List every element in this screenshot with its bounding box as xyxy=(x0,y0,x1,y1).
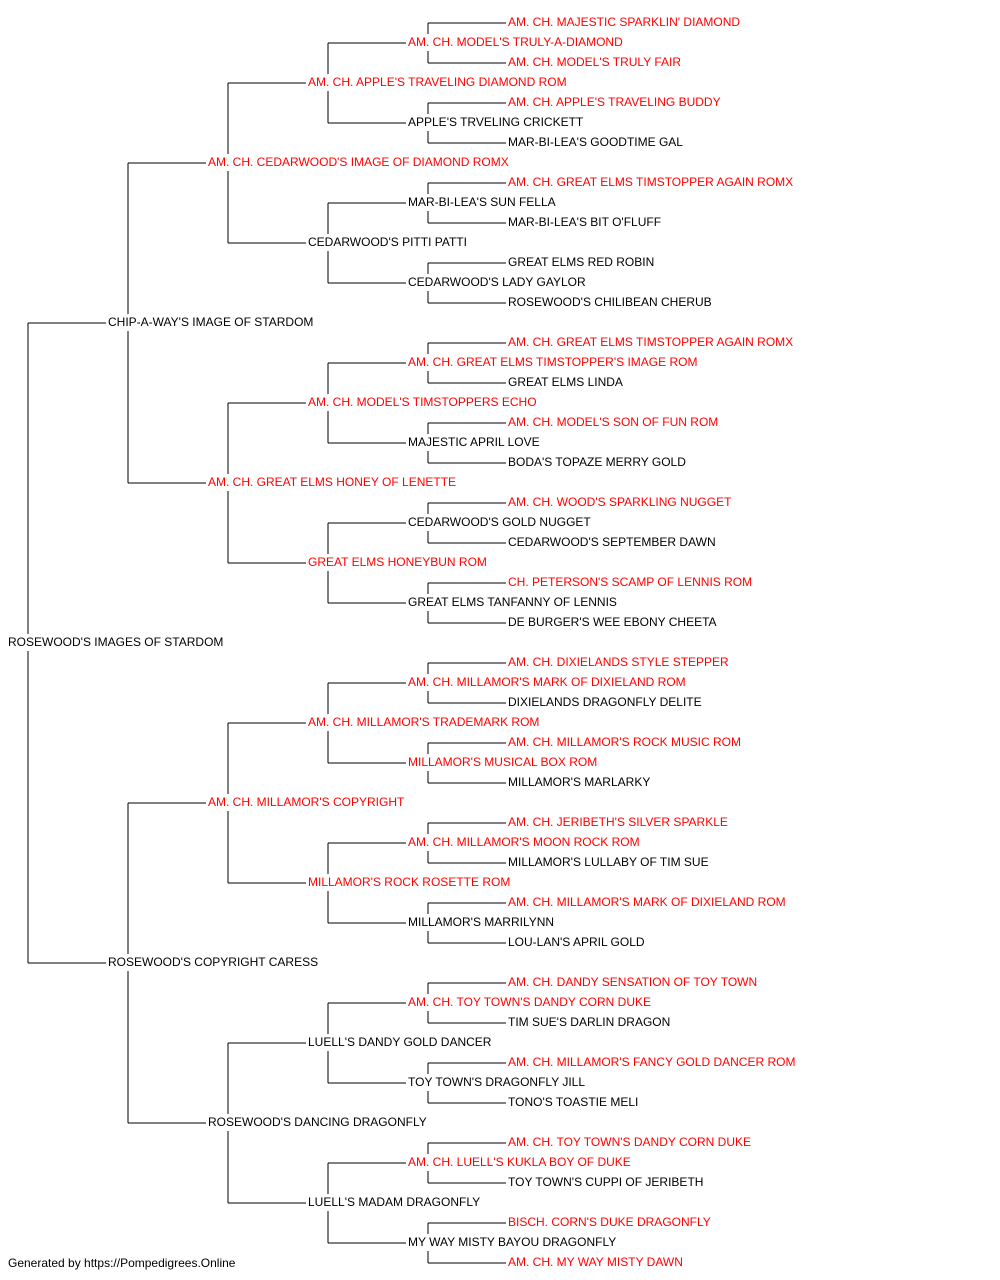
pedigree-dam-sire-sire-dam-dam-name: MILLAMOR'S MARLARKY xyxy=(508,775,650,789)
pedigree-dam-name: ROSEWOOD'S COPYRIGHT CARESS xyxy=(108,955,318,969)
pedigree-sire-sire-name: AM. CH. CEDARWOOD'S IMAGE OF DIAMOND ROM… xyxy=(208,155,509,169)
pedigree-dam-sire-sire-sire-sire-name: AM. CH. DIXIELANDS STYLE STEPPER xyxy=(508,655,729,669)
pedigree-sire-sire-sire-sire-sire-name: AM. CH. MAJESTIC SPARKLIN' DIAMOND xyxy=(508,15,740,29)
pedigree-sire-name: CHIP-A-WAY'S IMAGE OF STARDOM xyxy=(108,315,313,329)
pedigree-dam-sire-dam-dam-name: MILLAMOR'S MARRILYNN xyxy=(408,915,554,929)
pedigree-sire-dam-dam-sire-name: CEDARWOOD'S GOLD NUGGET xyxy=(408,515,591,529)
pedigree-dam-dam-dam-sire-name: AM. CH. LUELL'S KUKLA BOY OF DUKE xyxy=(408,1155,631,1169)
pedigree-sire-dam-dam-dam-dam-name: DE BURGER'S WEE EBONY CHEETA xyxy=(508,615,717,629)
pedigree-dam-dam-sire-dam-dam-name: TONO'S TOASTIE MELI xyxy=(508,1095,638,1109)
pedigree-sire-sire-dam-name: CEDARWOOD'S PITTI PATTI xyxy=(308,235,467,249)
pedigree-dam-dam-name: ROSEWOOD'S DANCING DRAGONFLY xyxy=(208,1115,427,1129)
pedigree-sire-dam-dam-name: GREAT ELMS HONEYBUN ROM xyxy=(308,555,487,569)
pedigree-dam-sire-dam-name: MILLAMOR'S ROCK ROSETTE ROM xyxy=(308,875,510,889)
pedigree-dam-dam-sire-dam-name: TOY TOWN'S DRAGONFLY JILL xyxy=(408,1075,585,1089)
pedigree-sire-sire-dam-sire-name: MAR-BI-LEA'S SUN FELLA xyxy=(408,195,556,209)
pedigree-sire-dam-sire-sire-sire-name: AM. CH. GREAT ELMS TIMSTOPPER AGAIN ROMX xyxy=(508,335,793,349)
pedigree-sire-sire-sire-name: AM. CH. APPLE'S TRAVELING DIAMOND ROM xyxy=(308,75,567,89)
pedigree-dam-dam-dam-dam-dam-name: AM. CH. MY WAY MISTY DAWN xyxy=(508,1255,683,1269)
pedigree-sire-dam-name: AM. CH. GREAT ELMS HONEY OF LENETTE xyxy=(208,475,456,489)
pedigree-sire-dam-dam-dam-name: GREAT ELMS TANFANNY OF LENNIS xyxy=(408,595,617,609)
pedigree-sire-sire-dam-sire-dam-name: MAR-BI-LEA'S BIT O'FLUFF xyxy=(508,215,661,229)
pedigree-sire-sire-sire-dam-sire-name: AM. CH. APPLE'S TRAVELING BUDDY xyxy=(508,95,721,109)
pedigree-sire-sire-dam-dam-dam-name: ROSEWOOD'S CHILIBEAN CHERUB xyxy=(508,295,712,309)
pedigree-sire-sire-dam-dam-sire-name: GREAT ELMS RED ROBIN xyxy=(508,255,654,269)
pedigree-sire-dam-sire-dam-name: MAJESTIC APRIL LOVE xyxy=(408,435,540,449)
pedigree-sire-dam-sire-sire-name: AM. CH. GREAT ELMS TIMSTOPPER'S IMAGE RO… xyxy=(408,355,697,369)
pedigree-sire-dam-sire-dam-dam-name: BODA'S TOPAZE MERRY GOLD xyxy=(508,455,686,469)
pedigree-dam-sire-dam-dam-sire-name: AM. CH. MILLAMOR'S MARK OF DIXIELAND ROM xyxy=(508,895,786,909)
pedigree-dam-sire-dam-sire-sire-name: AM. CH. JERIBETH'S SILVER SPARKLE xyxy=(508,815,728,829)
pedigree-dam-sire-dam-dam-dam-name: LOU-LAN'S APRIL GOLD xyxy=(508,935,645,949)
pedigree-sire-dam-sire-name: AM. CH. MODEL'S TIMSTOPPERS ECHO xyxy=(308,395,537,409)
pedigree-dam-sire-dam-sire-dam-name: MILLAMOR'S LULLABY OF TIM SUE xyxy=(508,855,709,869)
pedigree-dam-dam-sire-name: LUELL'S DANDY GOLD DANCER xyxy=(308,1035,492,1049)
pedigree-dam-dam-sire-sire-sire-name: AM. CH. DANDY SENSATION OF TOY TOWN xyxy=(508,975,757,989)
pedigree-dam-dam-sire-sire-dam-name: TIM SUE'S DARLIN DRAGON xyxy=(508,1015,670,1029)
pedigree-sire-sire-sire-sire-name: AM. CH. MODEL'S TRULY-A-DIAMOND xyxy=(408,35,623,49)
pedigree-dam-sire-sire-name: AM. CH. MILLAMOR'S TRADEMARK ROM xyxy=(308,715,539,729)
pedigree-dam-sire-sire-sire-dam-name: DIXIELANDS DRAGONFLY DELITE xyxy=(508,695,702,709)
pedigree-dam-dam-dam-name: LUELL'S MADAM DRAGONFLY xyxy=(308,1195,480,1209)
pedigree-sire-dam-dam-dam-sire-name: CH. PETERSON'S SCAMP OF LENNIS ROM xyxy=(508,575,752,589)
pedigree-dam-dam-sire-sire-name: AM. CH. TOY TOWN'S DANDY CORN DUKE xyxy=(408,995,651,1009)
pedigree-sire-sire-dam-dam-name: CEDARWOOD'S LADY GAYLOR xyxy=(408,275,586,289)
pedigree-dam-sire-sire-dam-sire-name: AM. CH. MILLAMOR'S ROCK MUSIC ROM xyxy=(508,735,741,749)
pedigree-dam-dam-dam-sire-sire-name: AM. CH. TOY TOWN'S DANDY CORN DUKE xyxy=(508,1135,751,1149)
pedigree-dam-sire-dam-sire-name: AM. CH. MILLAMOR'S MOON ROCK ROM xyxy=(408,835,640,849)
pedigree-sire-dam-sire-dam-sire-name: AM. CH. MODEL'S SON OF FUN ROM xyxy=(508,415,718,429)
generated-by-footer: Generated by https://Pompedigrees.Online xyxy=(8,1256,236,1270)
pedigree-dam-sire-sire-dam-name: MILLAMOR'S MUSICAL BOX ROM xyxy=(408,755,597,769)
pedigree-dam-dam-sire-dam-sire-name: AM. CH. MILLAMOR'S FANCY GOLD DANCER ROM xyxy=(508,1055,795,1069)
pedigree-sire-dam-sire-sire-dam-name: GREAT ELMS LINDA xyxy=(508,375,623,389)
pedigree-subject-name: ROSEWOOD'S IMAGES OF STARDOM xyxy=(8,635,223,649)
pedigree-dam-dam-dam-sire-dam-name: TOY TOWN'S CUPPI OF JERIBETH xyxy=(508,1175,703,1189)
pedigree-sire-sire-sire-sire-dam-name: AM. CH. MODEL'S TRULY FAIR xyxy=(508,55,681,69)
pedigree-sire-dam-dam-sire-sire-name: AM. CH. WOOD'S SPARKLING NUGGET xyxy=(508,495,732,509)
pedigree-sire-sire-dam-sire-sire-name: AM. CH. GREAT ELMS TIMSTOPPER AGAIN ROMX xyxy=(508,175,793,189)
pedigree-dam-dam-dam-dam-name: MY WAY MISTY BAYOU DRAGONFLY xyxy=(408,1235,616,1249)
pedigree-dam-sire-sire-sire-name: AM. CH. MILLAMOR'S MARK OF DIXIELAND ROM xyxy=(408,675,686,689)
pedigree-dam-sire-name: AM. CH. MILLAMOR'S COPYRIGHT xyxy=(208,795,405,809)
pedigree-sire-sire-sire-dam-name: APPLE'S TRVELING CRICKETT xyxy=(408,115,584,129)
pedigree-sire-dam-dam-sire-dam-name: CEDARWOOD'S SEPTEMBER DAWN xyxy=(508,535,716,549)
pedigree-sire-sire-sire-dam-dam-name: MAR-BI-LEA'S GOODTIME GAL xyxy=(508,135,683,149)
pedigree-dam-dam-dam-dam-sire-name: BISCH. CORN'S DUKE DRAGONFLY xyxy=(508,1215,711,1229)
